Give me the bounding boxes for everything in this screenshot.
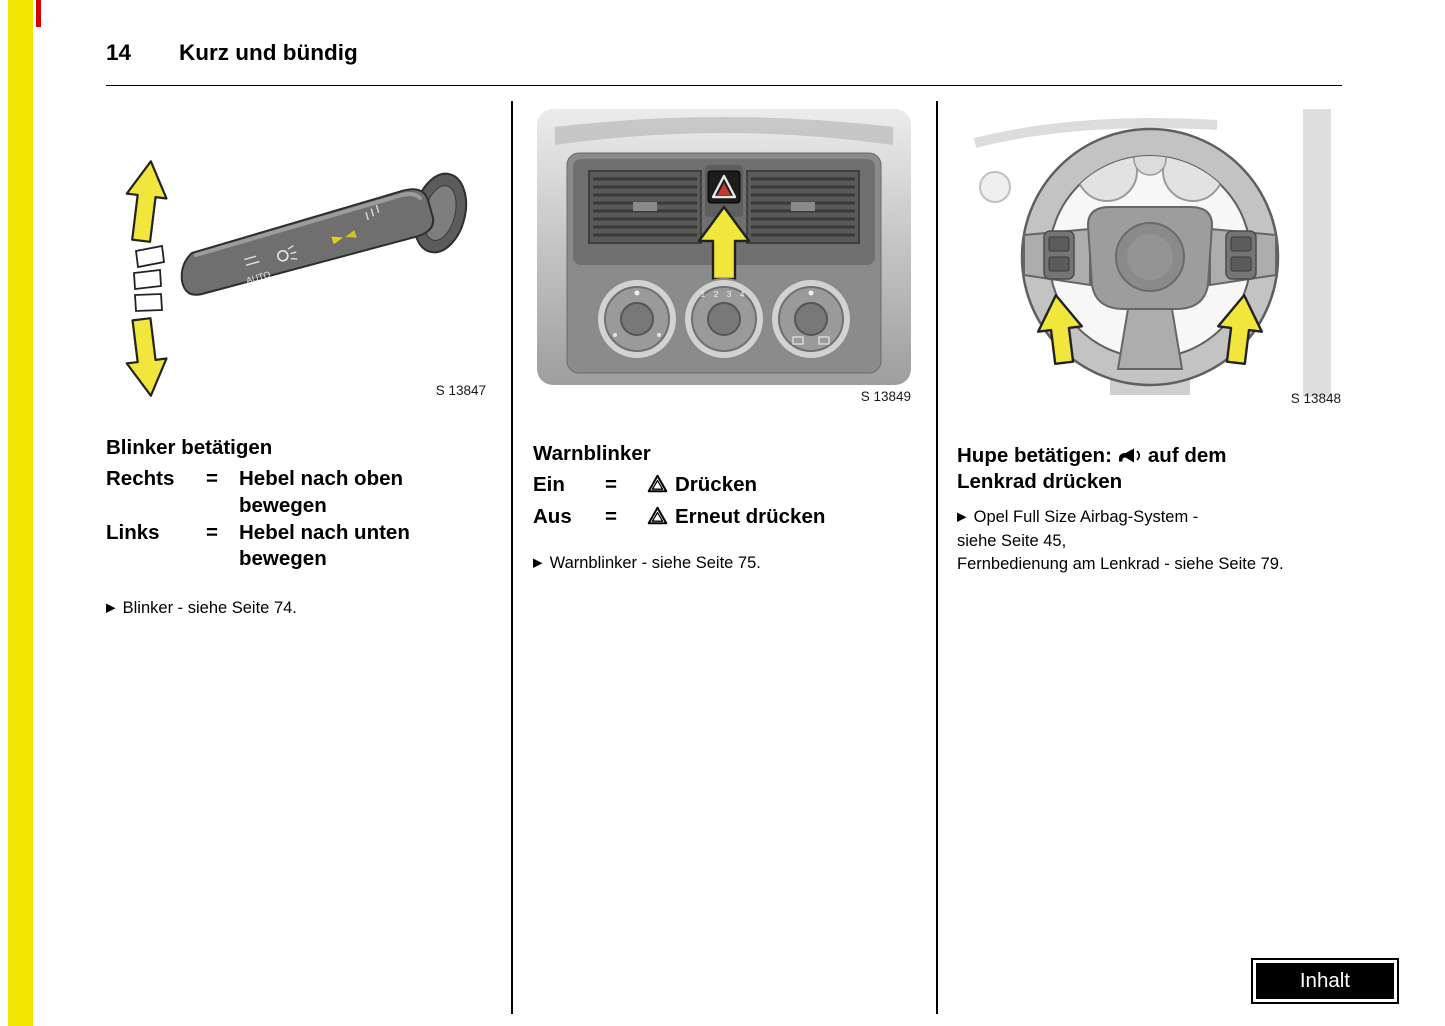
door-pillar — [1303, 109, 1331, 397]
section-heading: Hupe betätigen: auf dem Lenkrad drücken — [957, 443, 1345, 495]
definition-row: Aus = Erneut drücken — [533, 504, 915, 531]
triangle-bullet-icon: ▶ — [533, 555, 543, 570]
chapter-title: Kurz und bündig — [179, 40, 358, 65]
page-number: 14 — [106, 40, 132, 65]
equals-sign: = — [605, 473, 617, 497]
inhalt-button-label: Inhalt — [1255, 962, 1394, 999]
center-console-illustration: 1 2 3 4 — [537, 109, 911, 385]
triangle-bullet-icon: ▶ — [106, 600, 116, 615]
horn-icon — [1118, 448, 1140, 463]
turn-signal-figure: AUTO — [106, 101, 490, 400]
triangle-bullet-icon: ▶ — [957, 509, 967, 524]
fan-speed-numbers: 1 2 3 4 — [701, 289, 748, 299]
yellow-edge-bar — [8, 0, 33, 1026]
definition-text: Drücken — [675, 473, 758, 497]
definition-row: Links = Hebel nach unten bewegen — [106, 520, 490, 573]
hazard-triangle-icon — [647, 506, 668, 525]
heading-text: auf dem — [1147, 444, 1227, 467]
lever-stalk — [180, 188, 435, 296]
column-turn-signal: AUTO — [106, 101, 490, 621]
header-rule — [106, 85, 1342, 86]
equals-sign: = — [206, 520, 218, 544]
heading-text: Hupe betätigen: — [957, 444, 1112, 467]
heading-text: Lenkrad drücken — [957, 470, 1123, 494]
up-arrow — [125, 160, 168, 243]
figure-label: S 13848 — [1290, 391, 1341, 406]
remote-button-cluster-right — [1225, 230, 1257, 280]
steering-wheel-illustration — [973, 109, 1331, 397]
column-horn: S 13848 Hupe betätigen: auf dem Lenkrad … — [957, 101, 1345, 577]
equals-sign: = — [605, 504, 617, 528]
definition-list: Rechts = Hebel nach oben bewegen Links =… — [106, 466, 490, 573]
hazard-triangle-icon — [647, 475, 668, 493]
detent-segments — [133, 244, 165, 312]
press-arrow-left — [1036, 294, 1084, 366]
section-heading: Warnblinker — [533, 442, 651, 465]
definition-text: Erneut drücken — [675, 504, 826, 528]
note-line: siehe Seite 45, — [957, 531, 1067, 550]
note-text: Blinker - siehe Seite 74. — [122, 598, 297, 617]
remote-button-cluster-left — [1043, 230, 1075, 280]
hazard-switch-figure: 1 2 3 4 S 13849 — [533, 107, 915, 406]
column-divider-left — [511, 101, 513, 1014]
cross-reference-note: ▶ Warnblinker - siehe Seite 75. — [533, 552, 915, 576]
cross-reference-note: ▶ Opel Full Size Airbag-System - siehe Se… — [957, 506, 1345, 576]
cross-reference-note: ▶ Blinker - siehe Seite 74. — [106, 597, 490, 621]
equals-sign: = — [206, 467, 218, 491]
term: Rechts — [106, 467, 175, 491]
section-heading: Blinker betätigen — [106, 436, 273, 459]
turn-signal-lever-illustration: AUTO — [125, 160, 468, 397]
note-text: Warnblinker - siehe Seite 75. — [549, 553, 761, 572]
hazard-warning-button — [705, 165, 743, 217]
column-hazard-lights: 1 2 3 4 S 13849 Warnblinker Ein = Drücke… — [533, 101, 915, 575]
inhalt-button[interactable]: Inhalt — [1250, 957, 1399, 1004]
down-arrow — [125, 317, 168, 397]
lane-change-marking — [331, 230, 357, 245]
air-vent-right — [746, 170, 860, 244]
press-arrow-right — [1216, 294, 1264, 366]
air-vent-left — [588, 170, 702, 244]
term: Links — [106, 520, 160, 544]
figure-label: S 13847 — [435, 383, 486, 398]
figure-label: S 13849 — [860, 389, 911, 404]
definition: Drücken — [647, 472, 915, 499]
definition-list: Ein = Drücken Aus = Erneut drücken — [533, 472, 915, 530]
climate-knob-left — [596, 278, 678, 360]
definition-row: Rechts = Hebel nach oben bewegen — [106, 466, 490, 519]
definition: Hebel nach unten bewegen — [239, 520, 410, 571]
column-divider-right — [936, 101, 938, 1014]
note-text: Opel Full Size Airbag-System - — [973, 508, 1199, 527]
page-header: 14 Kurz und bündig — [106, 40, 358, 66]
note-line: Fernbedienung am Lenkrad - siehe Seite 7… — [957, 555, 1284, 574]
red-index-mark — [36, 0, 41, 27]
climate-knob-right — [770, 278, 852, 360]
definition-row: Ein = Drücken — [533, 472, 915, 499]
term: Ein — [533, 473, 565, 497]
term: Aus — [533, 504, 572, 528]
press-arrow — [697, 205, 751, 281]
definition: Erneut drücken — [647, 504, 915, 531]
definition: Hebel nach oben bewegen — [239, 467, 404, 517]
climate-knob-middle: 1 2 3 4 — [683, 278, 765, 360]
steering-wheel-figure: S 13848 — [957, 109, 1345, 408]
dash-top-edge — [555, 117, 893, 145]
note-line: ▶ Opel Full Size Airbag-System - — [957, 506, 1345, 529]
